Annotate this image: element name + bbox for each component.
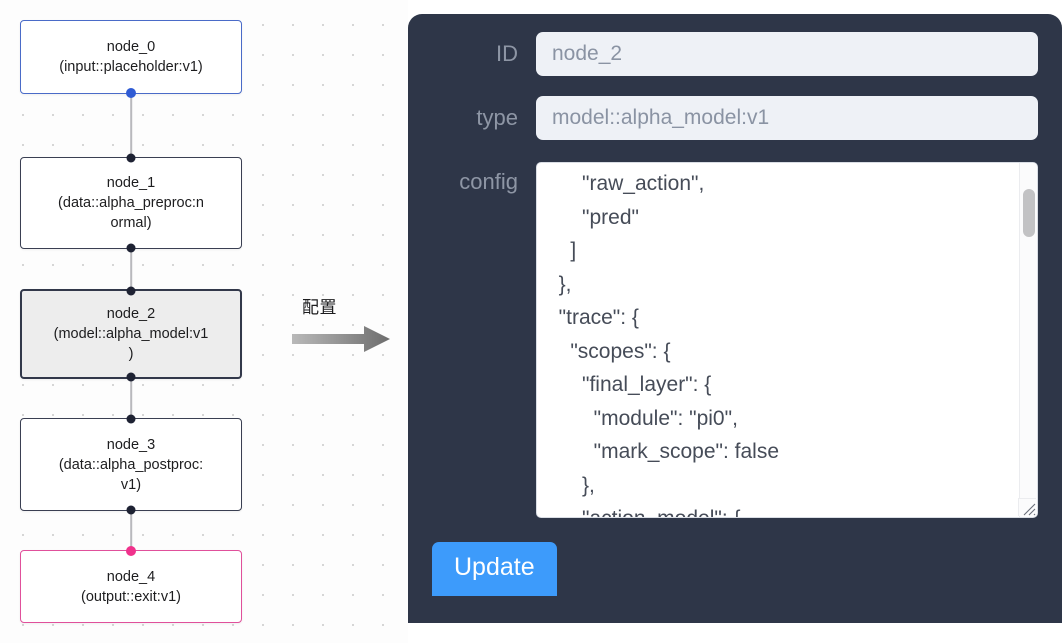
field-row-config: config "raw_action", "pred" ] }, "trace"…	[408, 162, 1062, 518]
node-graph-canvas[interactable]: node_0 (input::placeholder:v1) node_1 (d…	[0, 0, 408, 643]
config-textarea-content[interactable]: "raw_action", "pred" ] }, "trace": { "sc…	[558, 172, 779, 517]
node-handle-top[interactable]	[126, 286, 136, 296]
node-handle-top[interactable]	[126, 414, 136, 424]
config-textarea[interactable]: "raw_action", "pred" ] }, "trace": { "sc…	[536, 162, 1038, 518]
edge-node2-node3	[130, 379, 132, 418]
field-row-id: ID node_2	[408, 32, 1062, 76]
graph-node-label: node_1 (data::alpha_preproc:n ormal)	[58, 175, 204, 231]
update-button[interactable]: Update	[432, 542, 557, 596]
graph-node-label: node_0 (input::placeholder:v1)	[59, 39, 203, 75]
edge-node1-node2	[130, 249, 132, 289]
node-handle-top[interactable]	[126, 153, 136, 163]
configure-arrow: 配置	[290, 296, 400, 360]
scrollbar-thumb[interactable]	[1023, 189, 1035, 237]
graph-node-node_4[interactable]: node_4 (output::exit:v1)	[20, 546, 242, 623]
graph-node-label: node_2 (model::alpha_model:v1 )	[53, 306, 209, 362]
node-handle-bottom[interactable]	[126, 372, 136, 382]
graph-node-node_3[interactable]: node_3 (data::alpha_postproc: v1)	[20, 414, 242, 515]
config-textarea-scrollbar[interactable]	[1019, 163, 1037, 517]
node-config-panel: ID node_2 type model::alpha_model:v1 con…	[408, 14, 1062, 623]
graph-node-node_1[interactable]: node_1 (data::alpha_preproc:n ormal)	[20, 153, 242, 253]
edge-node3-node4	[130, 511, 132, 550]
panel-actions: Update	[408, 542, 1062, 596]
node-handle-top[interactable]	[126, 546, 136, 556]
graph-node-label: node_4 (output::exit:v1)	[81, 568, 181, 605]
type-input[interactable]: model::alpha_model:v1	[536, 96, 1038, 140]
arrow-right-icon	[292, 326, 390, 352]
type-field-label: type	[476, 105, 518, 130]
node-handle-bottom[interactable]	[126, 243, 136, 253]
graph-node-node_0[interactable]: node_0 (input::placeholder:v1)	[20, 20, 242, 98]
resize-handle-icon[interactable]	[1018, 498, 1036, 516]
id-field-label: ID	[496, 41, 518, 66]
node-handle-bottom[interactable]	[126, 505, 136, 515]
graph-node-label: node_3 (data::alpha_postproc: v1)	[58, 436, 204, 493]
field-row-type: type model::alpha_model:v1	[408, 96, 1062, 140]
arrow-label: 配置	[302, 298, 337, 318]
config-field-label: config	[459, 169, 518, 194]
edge-node0-node1	[130, 94, 132, 157]
id-input[interactable]: node_2	[536, 32, 1038, 76]
graph-node-node_2[interactable]: node_2 (model::alpha_model:v1 )	[20, 286, 242, 382]
node-handle-bottom[interactable]	[126, 88, 136, 98]
